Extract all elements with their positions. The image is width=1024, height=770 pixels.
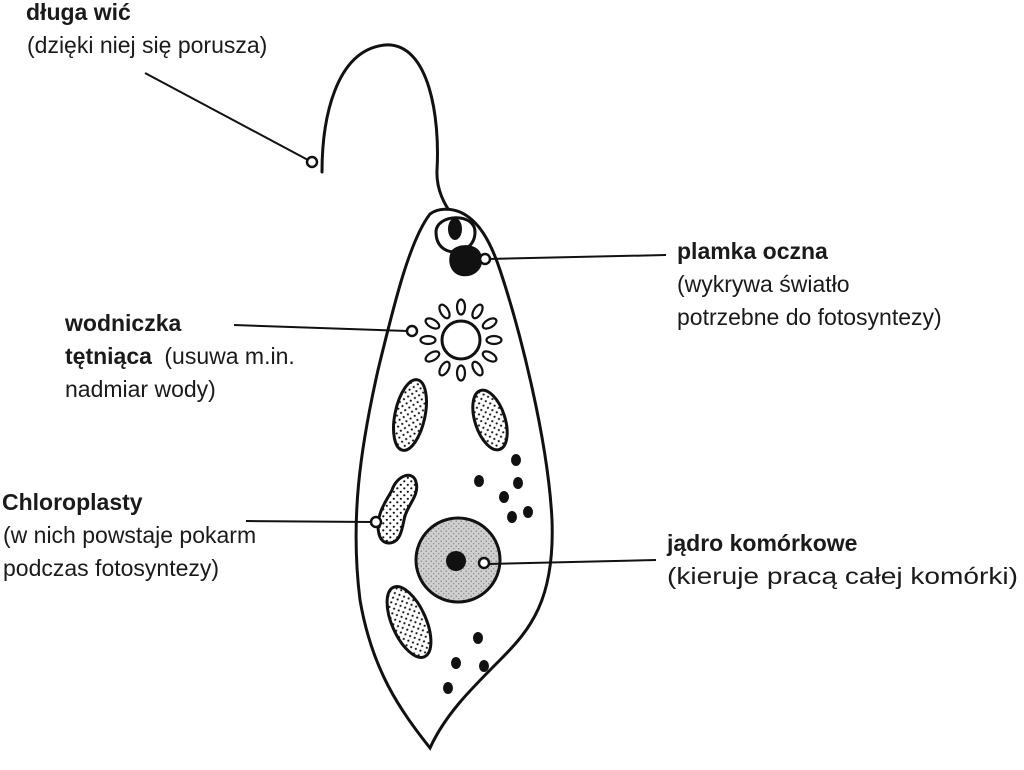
- label-flagellum-title: długa wić: [26, 0, 131, 25]
- label-nucleus-desc: (kieruje pracą całej komórki): [667, 563, 1018, 589]
- label-chloroplasts: Chloroplasty (w nich powstaje pokarm pod…: [2, 489, 256, 581]
- granules: [443, 454, 533, 694]
- chloroplast: [392, 378, 428, 452]
- vacuole-petal: [438, 360, 451, 377]
- vacuole-petal: [471, 303, 484, 320]
- label-vacuole-line-2: tętniąca (usuwa m.in.: [65, 343, 295, 369]
- label-vacuole: wodniczka tętniąca (usuwa m.in. nadmiar …: [64, 310, 295, 402]
- vacuole-petal: [455, 298, 467, 316]
- label-vacuole-title-1: wodniczka: [64, 310, 182, 336]
- chloroplast: [385, 585, 433, 659]
- reservoir: [434, 216, 477, 254]
- leader-endpoints: [305, 155, 492, 570]
- label-eyespot-desc-1: (wykrywa światło: [677, 271, 850, 297]
- chloroplast: [471, 388, 509, 452]
- label-vacuole-desc-2: nadmiar wody): [65, 376, 216, 402]
- vacuole-petal: [455, 364, 467, 382]
- label-chloroplasts-desc-2: podczas fotosyntezy): [3, 555, 219, 581]
- chloroplast: [376, 473, 419, 545]
- label-flagellum-desc: (dzięki niej się porusza): [27, 32, 267, 58]
- chloroplasts: [376, 378, 509, 659]
- vacuole-petal: [481, 350, 498, 363]
- label-chloroplasts-title: Chloroplasty: [2, 489, 143, 515]
- leader-lines: [144, 72, 667, 565]
- flagellum: [320, 43, 454, 217]
- label-vacuole-desc-1: (usuwa m.in.: [164, 343, 294, 369]
- vacuole-petal: [485, 334, 503, 346]
- vacuole-petal: [419, 334, 437, 346]
- vacuole-petal: [471, 360, 484, 377]
- vacuole-petal: [438, 303, 451, 320]
- nucleus: [414, 516, 502, 604]
- vacuole-petal: [424, 317, 441, 330]
- eyespot: [449, 245, 483, 277]
- label-eyespot-title: plamka oczna: [677, 238, 828, 264]
- nucleolus: [446, 551, 466, 571]
- label-chloroplasts-desc-1: (w nich powstaje pokarm: [3, 522, 256, 548]
- label-eyespot: plamka oczna (wykrywa światło potrzebne …: [677, 238, 942, 330]
- label-eyespot-desc-2: potrzebne do fotosyntezy): [677, 304, 942, 330]
- label-nucleus-title: jądro komórkowe: [666, 530, 857, 556]
- label-flagellum: długa wić (dzięki niej się porusza): [26, 0, 267, 58]
- label-vacuole-title-2: tętniąca: [65, 343, 152, 369]
- contractile-vacuole: [419, 298, 503, 382]
- vacuole-petal: [481, 317, 498, 330]
- label-nucleus: jądro komórkowe (kieruje pracą całej kom…: [666, 530, 1018, 589]
- vacuole-petal: [424, 350, 441, 363]
